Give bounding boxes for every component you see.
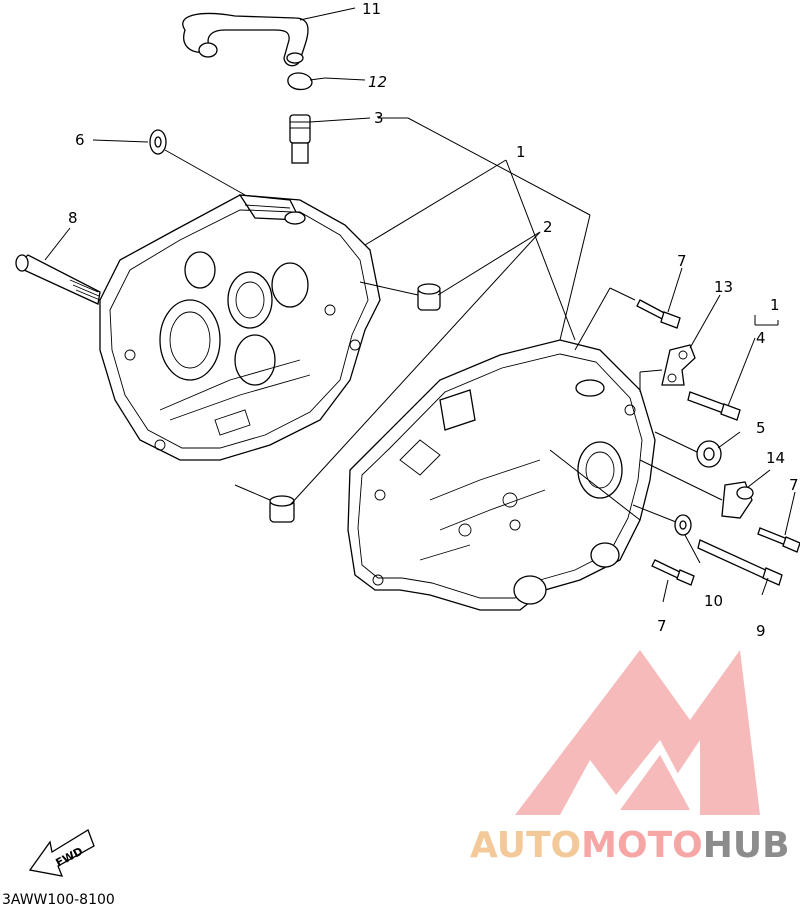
long-bolt-part-9 xyxy=(697,539,783,586)
callout-1-bracket: 1 xyxy=(770,296,780,314)
dowel-pin-upper xyxy=(417,283,441,311)
callout-4: 4 xyxy=(756,329,766,347)
callout-12: 12 xyxy=(368,73,387,91)
bolt-part-7-upper xyxy=(636,299,681,329)
watermark-moto: MOTO xyxy=(581,825,703,866)
dowel-pin-lower xyxy=(269,495,295,523)
bolt-part-4 xyxy=(687,391,741,421)
bracket-part-14 xyxy=(721,481,754,519)
hose-part xyxy=(182,12,309,67)
bolt-part-7-lower xyxy=(651,559,695,586)
drawing-code: 3AWW100-8100 xyxy=(2,892,115,907)
callout-3: 3 xyxy=(374,109,384,127)
callout-labels: 11 12 3 6 1 2 8 7 13 1 4 5 14 7 10 9 7 xyxy=(68,0,799,640)
callout-7-right: 7 xyxy=(789,476,799,494)
watermark-hub: HUB xyxy=(703,825,790,866)
leader-lines xyxy=(44,7,796,603)
clip-part xyxy=(287,72,326,91)
forward-arrow-icon: FWD xyxy=(28,829,95,877)
left-crankcase-part xyxy=(99,194,381,461)
callout-11: 11 xyxy=(362,0,381,18)
callout-1: 1 xyxy=(516,143,526,161)
svg-text:AUTOMOTOHUB: AUTOMOTOHUB xyxy=(470,825,790,866)
callout-2: 2 xyxy=(543,218,553,236)
washer-part-6 xyxy=(149,129,167,155)
bracket-part-13 xyxy=(661,344,696,386)
washer-part-10 xyxy=(674,514,692,536)
callout-5: 5 xyxy=(756,419,766,437)
callout-10: 10 xyxy=(704,592,723,610)
watermark-logo xyxy=(515,650,760,815)
callout-8: 8 xyxy=(68,209,78,227)
callout-13: 13 xyxy=(714,278,733,296)
callout-7-upper: 7 xyxy=(677,252,687,270)
watermark-auto: AUTO xyxy=(470,825,581,866)
breather-pipe-part xyxy=(289,114,311,164)
callout-14: 14 xyxy=(766,449,785,467)
callout-6: 6 xyxy=(75,131,85,149)
long-bolt-part-8 xyxy=(15,254,101,305)
callout-9: 9 xyxy=(756,622,766,640)
bolt-part-7-right xyxy=(757,527,800,553)
right-crankcase-part xyxy=(347,339,656,611)
watermark-text: AUTOMOTOHUB xyxy=(470,825,790,866)
washer-part-5 xyxy=(696,440,722,468)
callout-7-lower: 7 xyxy=(657,617,667,635)
